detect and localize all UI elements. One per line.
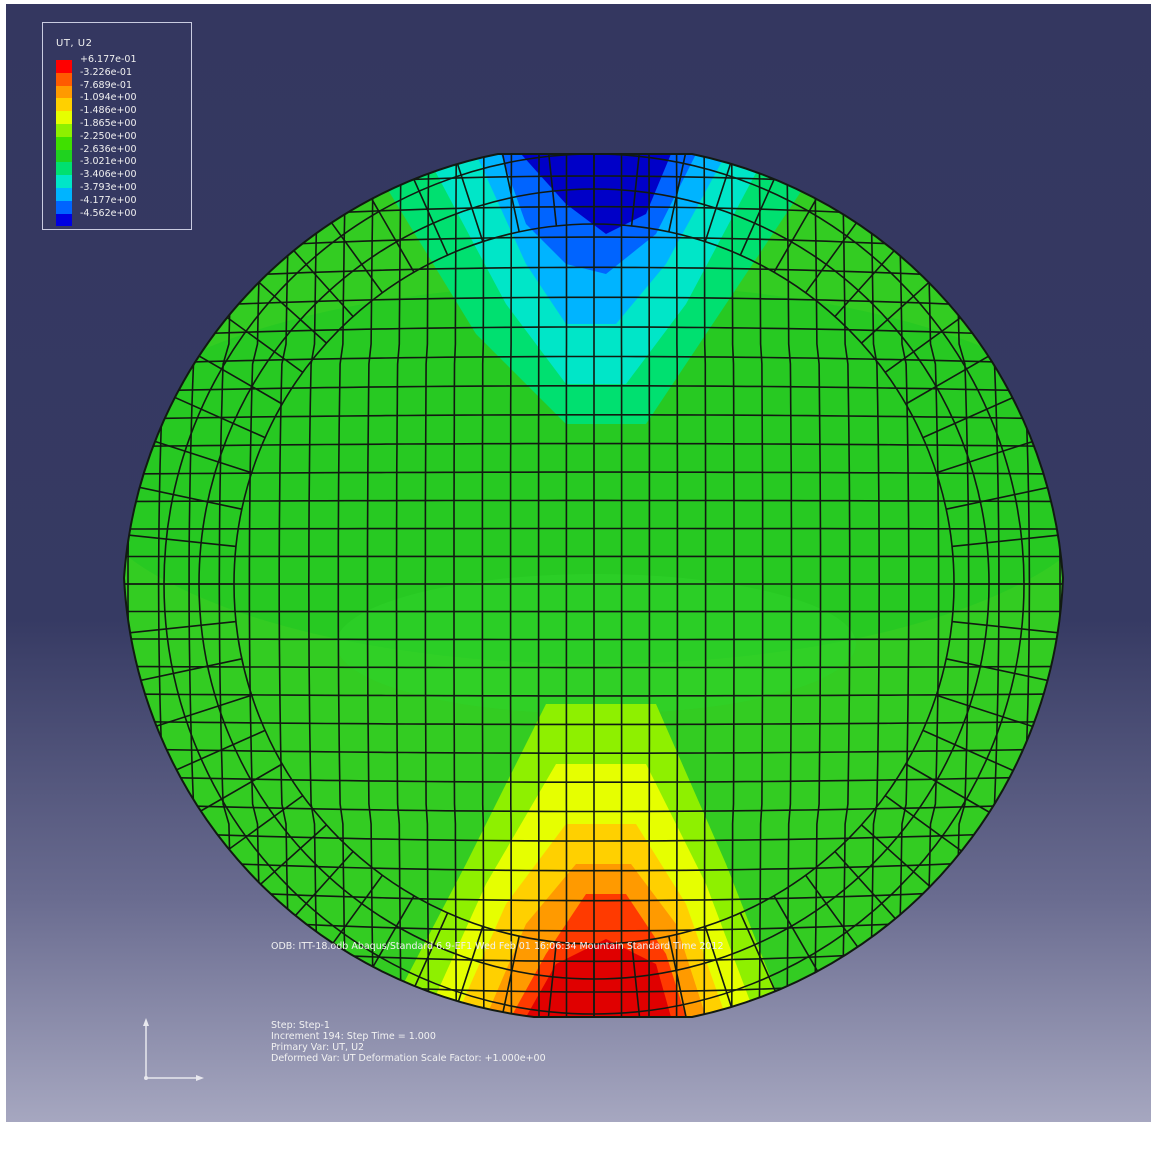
legend-entry: -1.094e+00 bbox=[56, 92, 186, 112]
legend-value: -3.793e+00 bbox=[80, 181, 137, 193]
legend-swatch bbox=[56, 85, 72, 99]
mesh-spoke bbox=[124, 620, 237, 635]
mesh-line bbox=[124, 527, 1063, 530]
mesh-spoke bbox=[493, 154, 520, 233]
deformed-var-line: Deformed Var: UT Deformation Scale Facto… bbox=[271, 1053, 546, 1064]
mesh-spoke bbox=[124, 533, 237, 548]
legend-entry: -7.689e-01 bbox=[56, 80, 186, 99]
primary-var-line: Primary Var: UT, U2 bbox=[271, 1042, 365, 1053]
legend-swatch bbox=[56, 60, 72, 73]
odb-info-text: ODB: ITT-18.odb Abaqus/Standard 6.9-EF1 … bbox=[271, 941, 724, 952]
legend-entry: -2.250e+00 bbox=[56, 131, 186, 150]
mesh-spoke bbox=[137, 434, 252, 474]
legend-value: -1.094e+00 bbox=[80, 92, 137, 104]
mesh-spoke bbox=[124, 483, 243, 510]
mesh-spoke bbox=[951, 620, 1063, 635]
mesh-spoke bbox=[704, 154, 744, 242]
step-line: Step: Step-1 bbox=[271, 1020, 330, 1031]
legend-value: -1.865e+00 bbox=[80, 117, 137, 129]
step-info-block: Step: Step-1 Increment 194: Step Time = … bbox=[271, 1020, 546, 1064]
mesh-spoke bbox=[493, 935, 520, 1017]
legend-value: -4.562e+00 bbox=[80, 207, 137, 219]
mesh-spoke bbox=[444, 154, 484, 242]
mesh-spoke bbox=[951, 533, 1063, 548]
legend-color-scale: +6.177e-01-3.226e-01-7.689e-01-1.094e+00… bbox=[56, 54, 186, 227]
legend-swatch bbox=[56, 200, 72, 214]
legend-swatch bbox=[56, 72, 72, 86]
legend-swatch bbox=[56, 175, 72, 188]
legend-title: UT, U2 bbox=[56, 38, 93, 49]
mesh-line bbox=[124, 747, 1063, 754]
legend-frame bbox=[42, 22, 192, 230]
mesh-line bbox=[124, 775, 1063, 783]
mesh-spoke bbox=[668, 154, 695, 233]
legend-swatch bbox=[56, 98, 72, 112]
legend-swatch bbox=[56, 123, 72, 137]
mesh-line bbox=[124, 326, 1063, 339]
legend-entry: -3.021e+00 bbox=[56, 156, 186, 176]
legend-value: -2.250e+00 bbox=[80, 130, 137, 142]
legend-entry: +6.177e-01 bbox=[56, 54, 186, 73]
mesh-line bbox=[124, 442, 1063, 448]
legend-entry: -1.865e+00 bbox=[56, 118, 186, 137]
viewport[interactable]: UT, U2 +6.177e-01-3.226e-01-7.689e-01-1.… bbox=[6, 4, 1151, 1122]
fe-model-contour-plot bbox=[106, 114, 1086, 1054]
legend-swatch bbox=[56, 213, 72, 227]
mesh-line bbox=[106, 1021, 1086, 1054]
mesh-line bbox=[124, 414, 1063, 421]
mesh-line bbox=[124, 385, 1063, 393]
mesh-spoke bbox=[124, 658, 243, 685]
increment-line: Increment 194: Step Time = 1.000 bbox=[271, 1031, 436, 1042]
contour-bottom-6 bbox=[526, 939, 671, 1017]
legend-value: -3.406e+00 bbox=[80, 169, 137, 181]
legend-swatch bbox=[56, 187, 72, 201]
mesh-spoke bbox=[543, 941, 558, 1017]
axis-triad-icon bbox=[143, 1018, 204, 1081]
legend-value: -1.486e+00 bbox=[80, 105, 137, 117]
legend-entry: -3.793e+00 bbox=[56, 182, 186, 201]
mesh-spoke bbox=[543, 154, 558, 227]
mesh-spoke bbox=[444, 926, 484, 1017]
disc-outline bbox=[122, 153, 1065, 1018]
mesh-spoke bbox=[704, 926, 744, 1017]
legend-value: -4.177e+00 bbox=[80, 194, 137, 206]
mesh-spoke bbox=[630, 154, 645, 227]
mesh-spoke bbox=[668, 935, 695, 1017]
mesh-spoke bbox=[630, 941, 645, 1017]
mesh-line bbox=[124, 499, 1063, 503]
legend-swatch bbox=[56, 149, 72, 163]
legend-entry: -3.226e-01 bbox=[56, 67, 186, 86]
mesh-spoke bbox=[945, 658, 1063, 685]
legend-entry: -2.636e+00 bbox=[56, 144, 186, 163]
mesh-line bbox=[124, 638, 1063, 641]
mesh-line bbox=[124, 665, 1063, 669]
legend-entry: -3.406e+00 bbox=[56, 169, 186, 188]
legend-value: -3.226e-01 bbox=[80, 66, 132, 78]
legend-entry: -4.562e+00 bbox=[56, 208, 186, 227]
legend-entry: -4.177e+00 bbox=[56, 195, 186, 214]
mesh-line bbox=[124, 720, 1063, 726]
legend-swatch bbox=[56, 111, 72, 124]
legend-value: +6.177e-01 bbox=[80, 54, 137, 65]
mesh-line bbox=[106, 114, 1086, 147]
legend-value: -7.689e-01 bbox=[80, 79, 132, 91]
mesh-spoke bbox=[936, 694, 1051, 734]
legend-entry: -1.486e+00 bbox=[56, 105, 186, 124]
mesh-line bbox=[124, 693, 1063, 697]
mesh-line bbox=[124, 471, 1063, 475]
legend-value: -3.021e+00 bbox=[80, 156, 137, 168]
legend-swatch bbox=[56, 162, 72, 176]
legend-swatch bbox=[56, 136, 72, 150]
mesh-line bbox=[124, 829, 1063, 842]
legend-value: -2.636e+00 bbox=[80, 143, 137, 155]
mesh-spoke bbox=[945, 483, 1063, 510]
disc-body bbox=[106, 114, 1086, 1054]
